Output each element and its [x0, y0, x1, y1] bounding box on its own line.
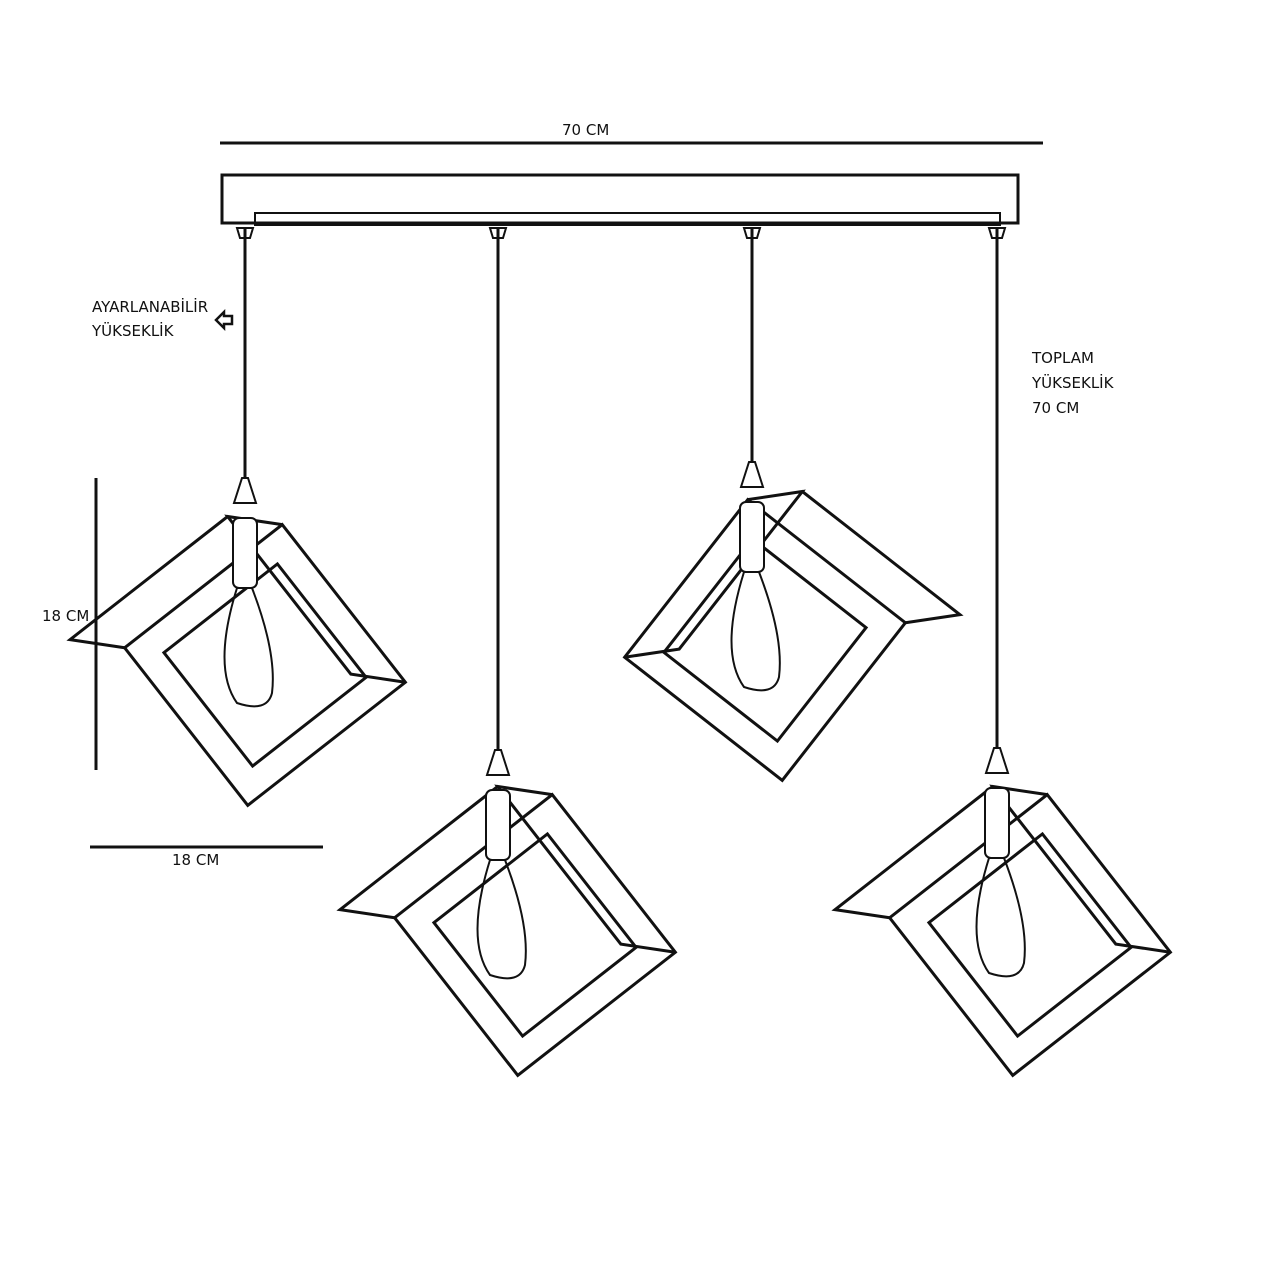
front-frame — [622, 497, 908, 783]
cable-holder — [488, 227, 508, 239]
front-frame-opening — [431, 831, 639, 1039]
cube-shade — [831, 784, 1173, 1078]
shade-width-label: 18 CM — [172, 851, 220, 869]
ceiling-canopy — [220, 173, 1020, 225]
bulb — [476, 859, 527, 980]
front-frame — [392, 792, 678, 1078]
shade-hook — [739, 461, 765, 488]
pendant-4 — [831, 227, 1173, 1078]
pendant-2 — [336, 227, 678, 1078]
pendant-3 — [622, 227, 964, 783]
side-frame — [336, 784, 676, 954]
bulb-socket — [739, 501, 765, 573]
cable-holder — [742, 227, 762, 239]
bulb-socket — [232, 517, 258, 589]
bulb-socket — [984, 787, 1010, 859]
bulb — [730, 571, 781, 692]
shade-hook — [232, 477, 258, 504]
front-frame — [122, 522, 408, 808]
total-height-label-1: TOPLAM — [1032, 349, 1094, 367]
adjustable-height-label-1: AYARLANABİLİR — [92, 298, 209, 316]
cube-shade — [336, 784, 678, 1078]
front-frame — [887, 792, 1173, 1078]
shade-hook — [485, 749, 511, 776]
pendant-1 — [66, 227, 408, 808]
bulb-socket — [485, 789, 511, 861]
total-height-label-3: 70 CM — [1032, 399, 1080, 417]
shade-height-label: 18 CM — [42, 607, 90, 625]
front-frame-opening — [661, 536, 869, 744]
mount-bar — [254, 212, 1001, 226]
cable-holder — [235, 227, 255, 239]
front-frame-opening — [161, 561, 369, 769]
adjustable-height-label-2: YÜKSEKLİK — [92, 322, 174, 340]
cube-shade — [622, 489, 964, 783]
bulb — [223, 587, 274, 708]
front-frame-opening — [926, 831, 1134, 1039]
width-label: 70 CM — [562, 121, 610, 139]
total-height-label-2: YÜKSEKLİK — [1032, 374, 1114, 392]
bulb — [975, 857, 1026, 978]
cable-holder — [987, 227, 1007, 239]
side-frame — [831, 784, 1171, 954]
left-arrow-icon — [214, 308, 234, 332]
shade-hook — [984, 747, 1010, 774]
